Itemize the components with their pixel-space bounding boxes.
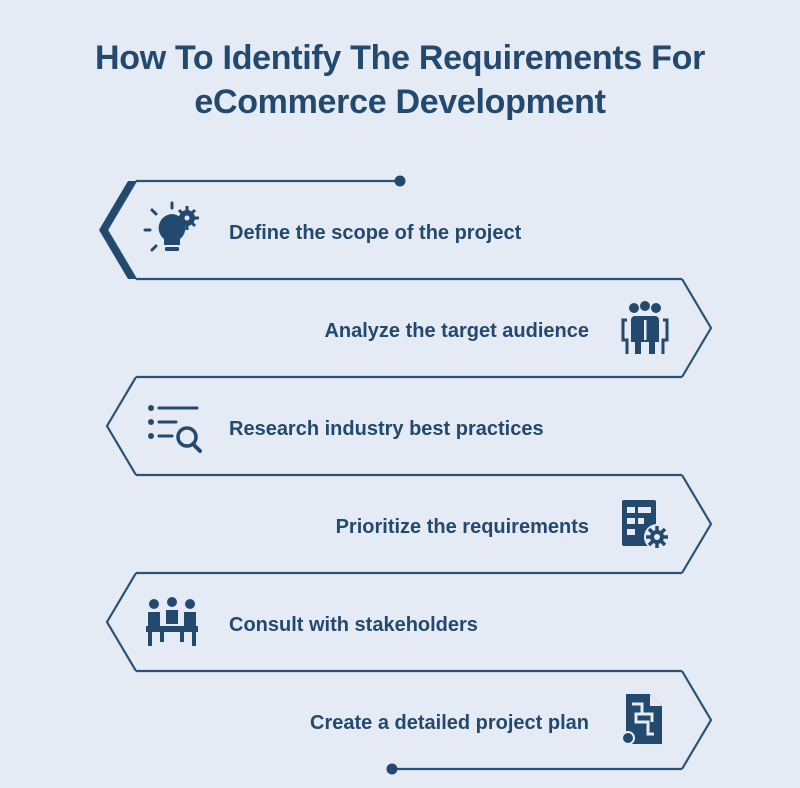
connector-start-dot bbox=[394, 175, 406, 187]
step-1-label: Define the scope of the project bbox=[229, 222, 522, 244]
step-2-label: Analyze the target audience bbox=[324, 320, 589, 342]
lightbulb-gear-icon bbox=[143, 201, 199, 252]
chevron-right-6 bbox=[681, 670, 713, 770]
chevron-left-5 bbox=[105, 572, 137, 672]
stakeholders-meeting-icon bbox=[146, 597, 198, 646]
chevron-right-4 bbox=[681, 474, 713, 574]
audience-group-icon bbox=[621, 301, 669, 354]
chevron-accent-1 bbox=[99, 181, 136, 279]
title-line-2: eCommerce Development bbox=[194, 83, 606, 121]
title-line-1: How To Identify The Requirements For bbox=[94, 39, 706, 77]
step-4-label: Prioritize the requirements bbox=[335, 516, 589, 538]
chevron-right-2 bbox=[681, 278, 713, 378]
document-gear-icon bbox=[622, 500, 670, 550]
step-6-label: Create a detailed project plan bbox=[310, 712, 589, 734]
page-title: How To Identify The Requirements For eCo… bbox=[0, 36, 800, 124]
step-3-label: Research industry best practices bbox=[229, 418, 544, 440]
connector-end-dot bbox=[386, 763, 398, 775]
step-5-label: Consult with stakeholders bbox=[229, 614, 478, 636]
chevron-left-3 bbox=[105, 376, 137, 476]
document-plan-icon bbox=[621, 694, 662, 745]
list-search-icon bbox=[148, 405, 202, 453]
